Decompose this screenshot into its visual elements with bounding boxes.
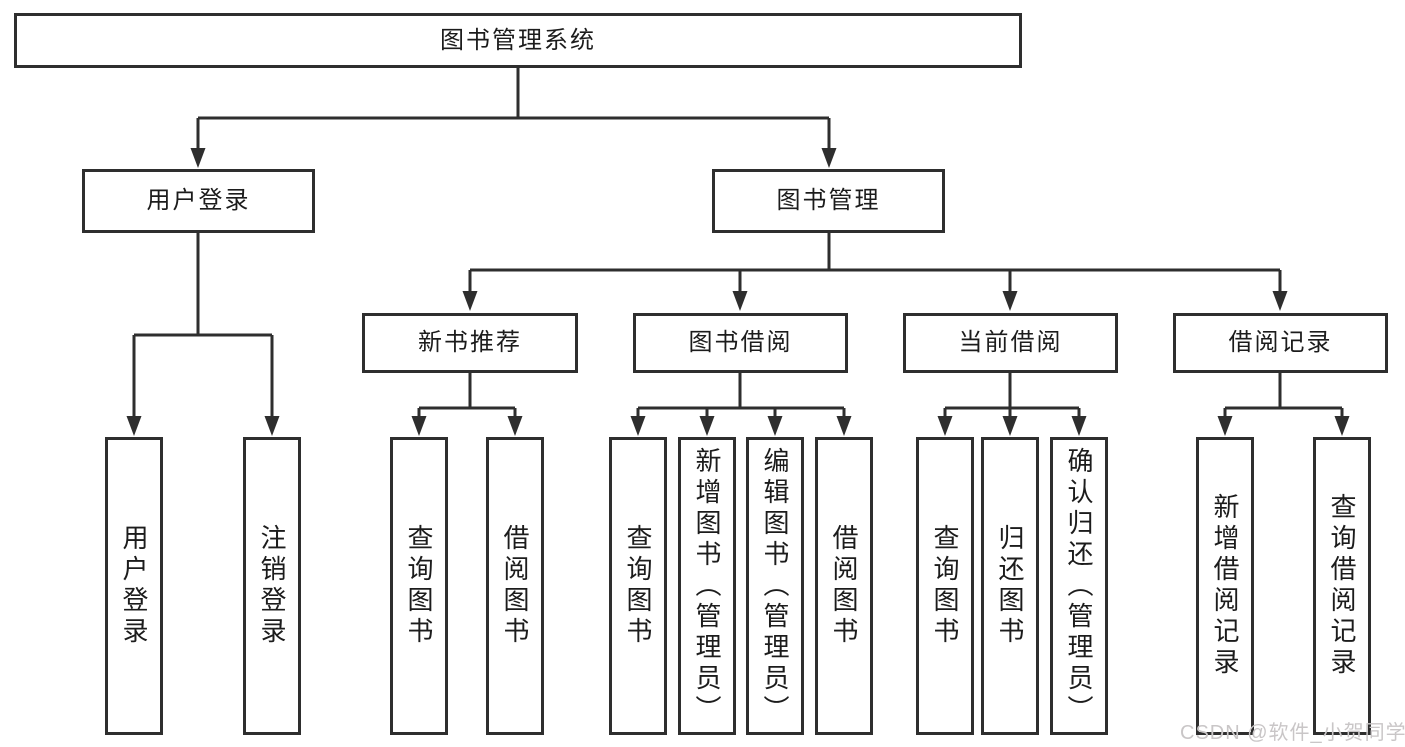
wire-current-split xyxy=(943,373,1081,420)
wire-root-split xyxy=(196,68,831,152)
leaf-logout-label: 注销登录 xyxy=(257,524,287,648)
leaf-query-books-recommend-label: 查询图书 xyxy=(404,524,434,648)
node-current-borrowing: 当前借阅 xyxy=(903,313,1118,373)
leaf-query-borrow-record: 查询借阅记录 xyxy=(1313,437,1371,735)
arrowheads xyxy=(126,148,1350,436)
leaf-borrow-books: 借阅图书 xyxy=(815,437,873,735)
node-library-management-system: 图书管理系统 xyxy=(14,13,1022,68)
leaf-borrow-books-recommend: 借阅图书 xyxy=(486,437,544,735)
leaf-edit-book-admin: 编辑图书（管理员） xyxy=(746,437,804,735)
leaf-edit-book-admin-label: 编辑图书（管理员） xyxy=(760,446,790,726)
wire-login-split xyxy=(132,233,274,420)
leaf-add-borrow-record: 新增借阅记录 xyxy=(1196,437,1254,735)
node-user-login: 用户登录 xyxy=(82,169,315,233)
leaf-user-login-label: 用户登录 xyxy=(119,524,149,648)
leaf-query-books-borrowing-label: 查询图书 xyxy=(623,524,653,648)
node-user-login-label: 用户登录 xyxy=(146,187,251,214)
node-book-management: 图书管理 xyxy=(712,169,945,233)
node-new-book-recommend-label: 新书推荐 xyxy=(418,329,522,356)
leaf-borrow-books-recommend-label: 借阅图书 xyxy=(500,524,530,648)
leaf-return-book-label: 归还图书 xyxy=(995,524,1025,648)
node-current-borrowing-label: 当前借阅 xyxy=(958,329,1063,356)
wire-records-split xyxy=(1223,373,1344,420)
csdn-watermark: CSDN @软件_小贺同学 xyxy=(1180,722,1405,744)
node-book-borrowing-label: 图书借阅 xyxy=(688,329,793,356)
leaf-query-books-current-label: 查询图书 xyxy=(930,524,960,648)
leaf-query-books-recommend: 查询图书 xyxy=(390,437,448,735)
leaf-add-book-admin: 新增图书（管理员） xyxy=(678,437,736,735)
leaf-add-borrow-record-label: 新增借阅记录 xyxy=(1210,493,1240,679)
leaf-query-books-borrowing: 查询图书 xyxy=(609,437,667,735)
wire-borrow-split xyxy=(636,373,846,420)
node-new-book-recommend: 新书推荐 xyxy=(362,313,578,373)
wire-newbook-split xyxy=(417,373,517,420)
node-borrowing-records-label: 借阅记录 xyxy=(1228,329,1333,356)
leaf-logout: 注销登录 xyxy=(243,437,301,735)
wire-mgmt-split xyxy=(468,233,1282,295)
leaf-user-login: 用户登录 xyxy=(105,437,163,735)
leaf-confirm-return-admin-label: 确认归还（管理员） xyxy=(1064,446,1094,726)
leaf-return-book: 归还图书 xyxy=(981,437,1039,735)
node-book-borrowing: 图书借阅 xyxy=(633,313,848,373)
node-book-management-label: 图书管理 xyxy=(776,187,881,214)
node-borrowing-records: 借阅记录 xyxy=(1173,313,1388,373)
leaf-query-books-current: 查询图书 xyxy=(916,437,974,735)
leaf-confirm-return-admin: 确认归还（管理员） xyxy=(1050,437,1108,735)
leaf-query-borrow-record-label: 查询借阅记录 xyxy=(1327,493,1357,679)
leaf-borrow-books-label: 借阅图书 xyxy=(829,524,859,648)
node-library-management-system-label: 图书管理系统 xyxy=(440,26,596,54)
leaf-add-book-admin-label: 新增图书（管理员） xyxy=(692,446,722,726)
